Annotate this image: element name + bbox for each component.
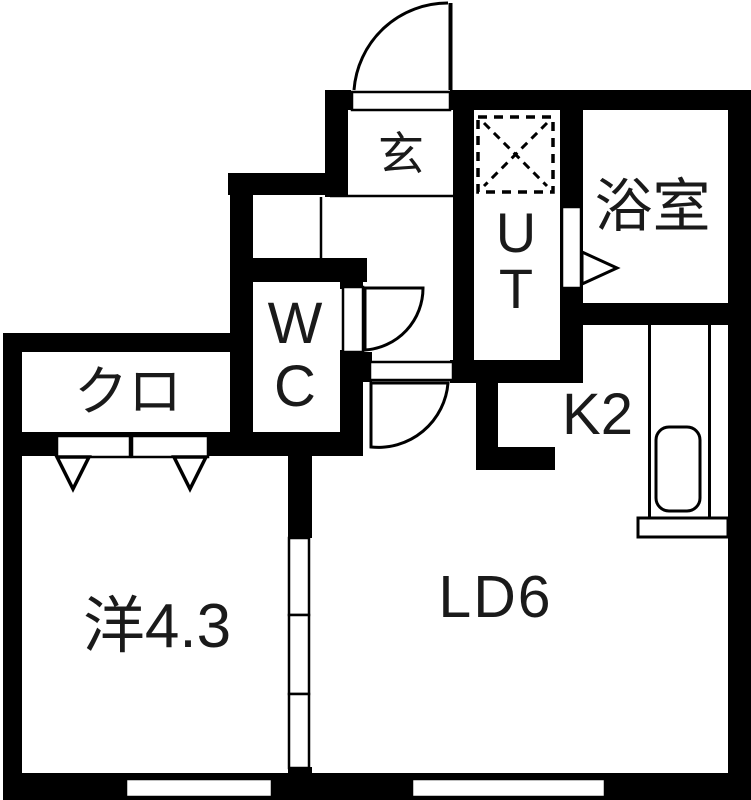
- wall-k2-vertical: [476, 383, 498, 470]
- wall-wc-top: [253, 258, 367, 282]
- wall-outer-right: [728, 92, 751, 797]
- wall-wc-right-lower: [340, 350, 363, 456]
- label-kitchen: K2: [562, 382, 633, 447]
- kitchen-sink: [654, 425, 702, 513]
- wall-top-right: [450, 90, 751, 110]
- label-bathroom: 浴室: [594, 174, 711, 239]
- sliding-door-panel-3: [287, 692, 311, 770]
- wall-ut-left-column: [453, 110, 474, 360]
- wall-k2-horizontal: [498, 447, 555, 470]
- wall-hall-top-band: [228, 173, 348, 195]
- wall-ut-bottom: [450, 360, 580, 383]
- wall-wc-door-stub: [363, 352, 372, 382]
- wall-bath-bottom: [583, 303, 728, 325]
- label-genkan: 玄: [378, 128, 424, 180]
- closet-hanger-left: [55, 434, 132, 459]
- wall-closet-wc-column: [230, 173, 253, 455]
- window-west-room: [124, 777, 274, 799]
- label-closet: クロ: [74, 362, 182, 422]
- entrance-threshold: [350, 90, 452, 112]
- entrance-door-swing-arc: [352, 1, 449, 91]
- bathroom-door-swing-triangle: [580, 249, 621, 287]
- label-utility: UT: [495, 201, 537, 320]
- label-toilet: WC: [267, 291, 323, 419]
- bathroom-door: [560, 205, 583, 290]
- closet-hanger-arrow-left: [54, 455, 92, 493]
- wall-center-column: [288, 453, 312, 538]
- kitchen-counter-front-edge: [636, 516, 730, 539]
- wall-wc-right-upper: [340, 280, 363, 289]
- ld-door-swing-arc: [369, 381, 450, 449]
- label-western-room: 洋4.3: [82, 592, 232, 661]
- wall-closet-top: [3, 333, 230, 352]
- window-living: [410, 777, 607, 799]
- ld-door-frame: [368, 360, 455, 382]
- wall-genkan-left-column: [325, 90, 348, 197]
- label-living-dining: LD6: [438, 564, 553, 630]
- wall-center-column-bottom: [288, 767, 312, 779]
- washing-machine-cross-2: [482, 121, 549, 188]
- wc-door-swing-arc: [363, 286, 425, 352]
- closet-hanger-arrow-right: [171, 455, 209, 493]
- sliding-door-panel-1: [287, 536, 311, 617]
- wc-door: [341, 285, 365, 354]
- closet-hanger-right: [130, 434, 210, 459]
- sliding-door-panel-2: [287, 613, 311, 696]
